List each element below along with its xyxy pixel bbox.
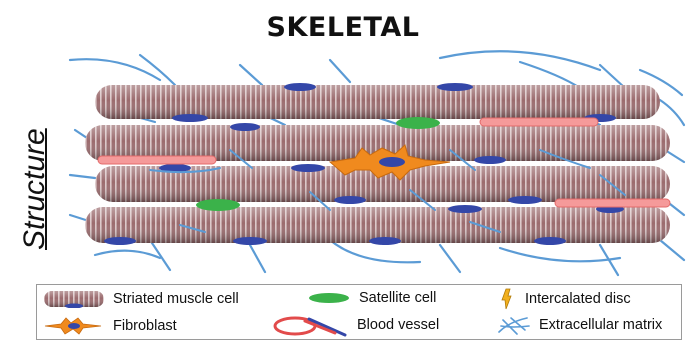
nucleus [534, 237, 566, 245]
matrix-fiber [660, 100, 684, 125]
blood-vessel-icon [265, 313, 349, 337]
legend-label-fibroblast: Fibroblast [113, 318, 177, 334]
intercalated-disc-icon [497, 288, 517, 310]
matrix-fiber [240, 65, 262, 85]
legend-label-muscle-cell: Striated muscle cell [113, 291, 239, 307]
satellite-cell-icon [307, 291, 351, 305]
fibroblast-icon [43, 316, 105, 336]
nucleus [508, 196, 542, 204]
nucleus [474, 156, 506, 164]
legend-item-blood-vessel: Blood vessel [265, 313, 439, 337]
blood-vessel [555, 199, 670, 207]
nucleus [104, 237, 136, 245]
matrix-fiber [140, 55, 175, 85]
legend-label-blood-vessel: Blood vessel [357, 317, 439, 333]
blood-vessel [480, 118, 598, 126]
muscle-fiber-4 [85, 205, 670, 245]
legend: Striated muscle cell Satellite cell Inte… [36, 284, 682, 340]
legend-label-intercalated-disc: Intercalated disc [525, 291, 631, 307]
matrix-fiber [520, 62, 580, 88]
muscle-cell-icon [43, 290, 105, 308]
matrix-fiber [440, 51, 600, 70]
legend-label-extracellular-matrix: Extracellular matrix [539, 317, 662, 333]
nucleus [291, 164, 325, 172]
legend-item-extracellular-matrix: Extracellular matrix [497, 314, 662, 336]
legend-label-satellite-cell: Satellite cell [359, 290, 436, 306]
matrix-fiber [440, 245, 460, 272]
muscle-fiber-1 [95, 83, 660, 122]
nucleus [233, 237, 267, 245]
legend-item-muscle-cell: Striated muscle cell [43, 290, 239, 308]
satellite-cell [396, 117, 440, 129]
blood-vessel [98, 156, 216, 164]
legend-item-fibroblast: Fibroblast [43, 316, 177, 336]
matrix-fiber [95, 251, 160, 258]
matrix-fiber [330, 60, 350, 82]
legend-item-satellite-cell: Satellite cell [307, 290, 436, 306]
matrix-fiber [70, 175, 95, 178]
nucleus [230, 123, 260, 131]
nucleus [172, 114, 208, 122]
extracellular-matrix-icon [497, 314, 531, 336]
nucleus [369, 237, 401, 245]
nucleus [284, 83, 316, 91]
matrix-fiber [250, 245, 265, 272]
nucleus [334, 196, 366, 204]
matrix-fiber [660, 240, 684, 260]
nucleus [437, 83, 473, 91]
legend-item-intercalated-disc: Intercalated disc [497, 288, 631, 310]
nucleus [448, 205, 482, 213]
satellite-cell [196, 199, 240, 211]
matrix-fiber [665, 150, 684, 162]
matrix-fiber [70, 59, 160, 80]
skeletal-muscle-diagram [0, 0, 686, 284]
matrix-fiber [600, 65, 625, 88]
